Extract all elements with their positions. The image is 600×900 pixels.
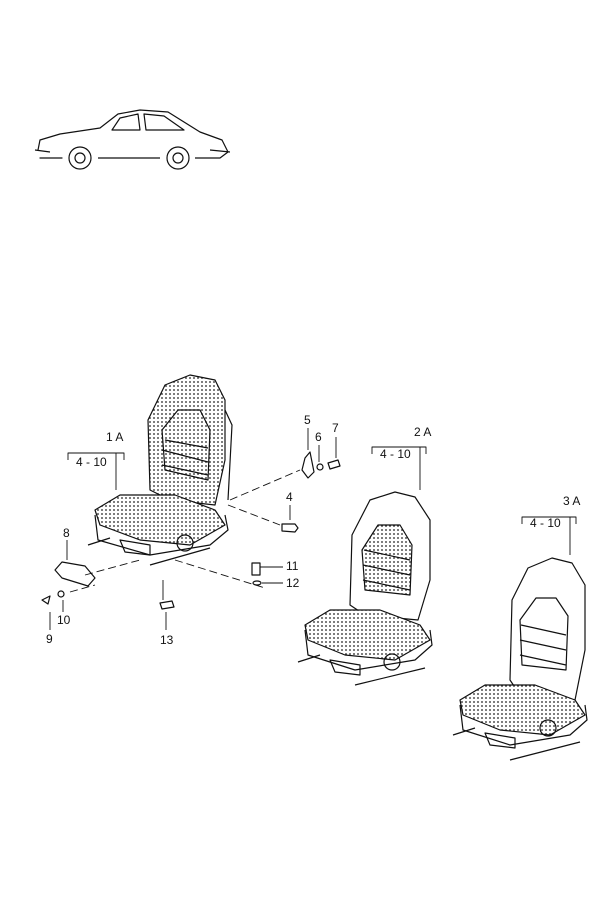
group-range-2a: 4 - 10 [380, 447, 411, 461]
callout-12: 12 [286, 576, 300, 590]
group-label-2a: 2 A [414, 425, 432, 439]
part-10-washer [57, 590, 65, 598]
callout-6: 6 [315, 430, 322, 444]
callout-5: 5 [304, 413, 311, 427]
callout-4: 4 [286, 490, 293, 504]
part-11-bolt [251, 562, 261, 576]
part-13-clip [159, 600, 175, 610]
car-illustration [34, 109, 231, 170]
group-range-1a: 4 - 10 [76, 455, 107, 469]
part-7-screw [327, 459, 341, 470]
seat-1a [87, 374, 233, 566]
part-5-cover [301, 451, 315, 479]
part-12-washer [252, 580, 262, 586]
callout-13: 13 [160, 633, 174, 647]
part-6-nut [316, 463, 324, 471]
callout-11: 11 [286, 559, 299, 573]
part-8-cover [54, 561, 96, 587]
group-label-1a: 1 A [106, 430, 124, 444]
seat-3a [452, 557, 588, 761]
seat-2a [297, 491, 433, 686]
callout-10: 10 [57, 613, 71, 627]
callout-7: 7 [332, 421, 339, 435]
group-range-3a: 4 - 10 [530, 516, 561, 530]
part-4-bolt [281, 523, 299, 533]
group-label-3a: 3 A [563, 494, 581, 508]
callout-9: 9 [46, 632, 53, 646]
leader-lines [49, 428, 577, 630]
part-9-screw [41, 595, 51, 605]
callout-8: 8 [63, 526, 70, 540]
